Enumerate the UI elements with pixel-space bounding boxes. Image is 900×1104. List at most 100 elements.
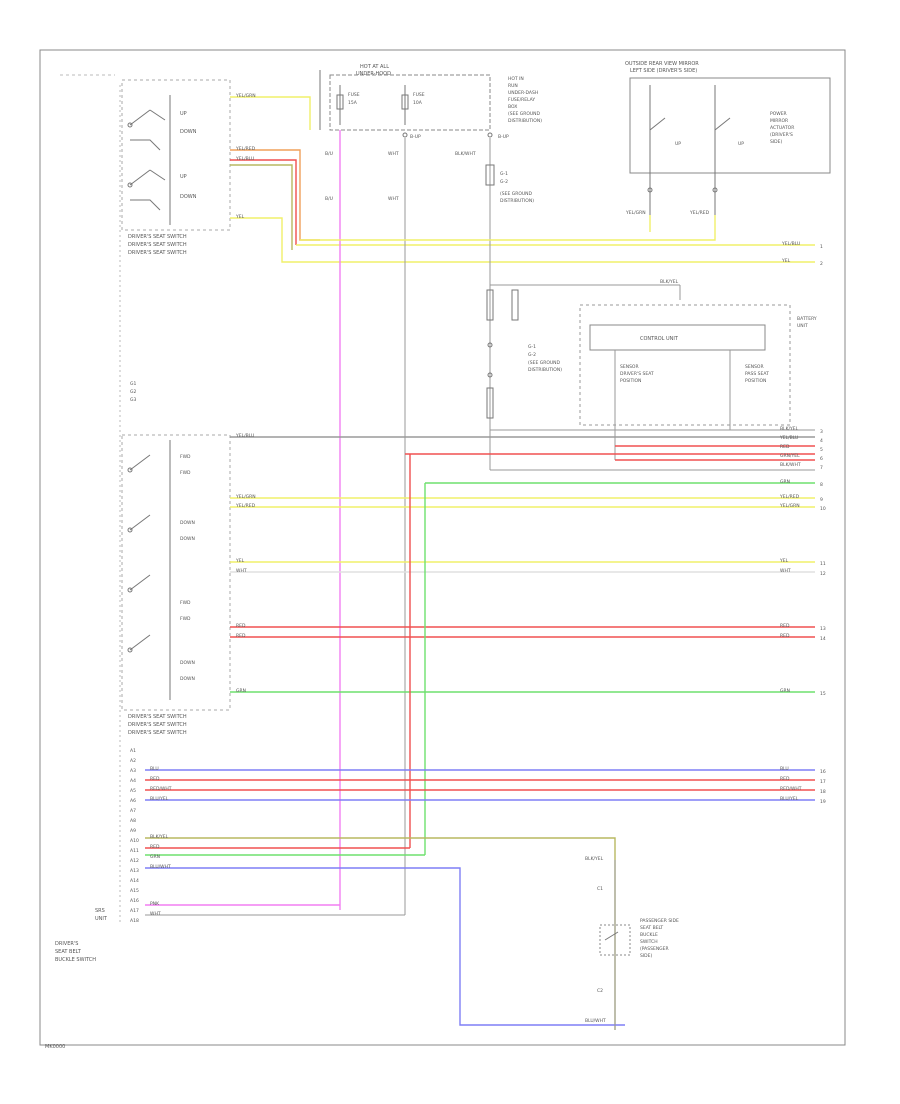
control-unit-label: CONTROL UNIT: [640, 336, 679, 342]
svg-text:17: 17: [820, 779, 826, 785]
wire-label-right-top-1: YEL/BLU: [781, 241, 800, 247]
svg-text:BUCKLE: BUCKLE: [640, 932, 658, 938]
svg-text:19: 19: [820, 799, 826, 805]
svg-text:WHT: WHT: [388, 196, 399, 202]
svg-text:YEL/GRN: YEL/GRN: [235, 93, 256, 99]
svg-text:YEL/RED: YEL/RED: [235, 146, 256, 152]
svg-text:DOWN: DOWN: [180, 129, 197, 135]
svg-text:RED: RED: [780, 444, 790, 450]
svg-text:8: 8: [820, 482, 823, 488]
svg-text:FWD: FWD: [180, 600, 191, 606]
svg-text:BLK/YEL: BLK/YEL: [780, 426, 799, 432]
svg-text:BLK/YEL: BLK/YEL: [585, 856, 604, 862]
svg-text:WHT: WHT: [780, 568, 791, 574]
svg-text:YEL/GRN: YEL/GRN: [625, 210, 646, 216]
svg-text:BATTERY: BATTERY: [797, 316, 817, 322]
fuse-legend: HOT IN RUN UNDER-DASH FUSE/RELAY BOX (SE…: [508, 76, 542, 124]
svg-text:10: 10: [820, 506, 826, 512]
svg-text:SWITCH: SWITCH: [640, 939, 658, 945]
mirror-wire-right: [300, 215, 716, 241]
svg-text:A1: A1: [130, 748, 136, 754]
svg-text:BLK/YEL: BLK/YEL: [150, 834, 169, 840]
svg-text:UNIT: UNIT: [797, 323, 808, 329]
wire-label-right-top-2: YEL: [781, 258, 791, 264]
svg-text:SRS: SRS: [95, 908, 105, 914]
svg-text:POWER: POWER: [770, 111, 787, 117]
svg-text:WHT: WHT: [150, 911, 161, 917]
svg-text:WHT: WHT: [236, 568, 247, 574]
middle-wires: [230, 429, 815, 855]
svg-text:FUSE: FUSE: [413, 92, 425, 98]
svg-text:GRN: GRN: [150, 854, 160, 860]
svg-text:FUSE/RELAY: FUSE/RELAY: [508, 97, 535, 103]
svg-text:RUN: RUN: [508, 83, 518, 89]
svg-text:DRIVER'S SEAT SWITCH: DRIVER'S SEAT SWITCH: [128, 250, 187, 256]
svg-text:DRIVER'S SEAT SWITCH: DRIVER'S SEAT SWITCH: [128, 722, 187, 728]
svg-text:YEL/BLU: YEL/BLU: [235, 433, 254, 439]
svg-text:YEL/RED: YEL/RED: [779, 494, 800, 500]
fuse-box-drops: [339, 130, 491, 915]
svg-text:RED/WHT: RED/WHT: [780, 786, 802, 792]
svg-text:YEL: YEL: [235, 558, 245, 564]
svg-text:DOWN: DOWN: [180, 676, 195, 682]
svg-text:YEL: YEL: [235, 214, 245, 220]
svg-text:C1: C1: [597, 886, 603, 892]
svg-text:BLK/WHT: BLK/WHT: [455, 151, 476, 157]
svg-text:DISTRIBUTION): DISTRIBUTION): [508, 118, 542, 124]
svg-text:11: 11: [820, 561, 826, 567]
right-mid-labels: BLK/YEL YEL/BLU RED GRN/YEL BLK/WHT GRN …: [779, 426, 826, 697]
svg-text:BLU: BLU: [780, 766, 789, 772]
svg-text:DISTRIBUTION): DISTRIBUTION): [528, 367, 562, 373]
svg-text:G3: G3: [130, 397, 136, 403]
svg-text:B/U: B/U: [325, 151, 333, 157]
upper-switch-block: UP DOWN UP DOWN DRIVER'S SEAT SWITCH DRI…: [121, 79, 231, 256]
svg-text:BLU/YEL: BLU/YEL: [150, 796, 169, 802]
svg-text:RED: RED: [150, 776, 160, 782]
svg-text:DISTRIBUTION): DISTRIBUTION): [500, 198, 534, 204]
svg-text:RED: RED: [780, 633, 790, 639]
svg-text:GRN: GRN: [780, 688, 790, 694]
svg-text:15: 15: [820, 691, 826, 697]
svg-text:18: 18: [820, 789, 826, 795]
svg-text:2: 2: [820, 261, 823, 267]
svg-text:13: 13: [820, 626, 826, 632]
svg-text:DRIVER'S: DRIVER'S: [55, 941, 78, 947]
svg-text:7: 7: [820, 465, 823, 471]
svg-text:YEL: YEL: [779, 558, 789, 564]
svg-text:A8: A8: [130, 818, 136, 824]
svg-text:BLK/WHT: BLK/WHT: [780, 462, 801, 468]
svg-text:SEAT BELT: SEAT BELT: [640, 925, 663, 931]
upper-switch-caption: DRIVER'S SEAT SWITCH: [128, 234, 187, 240]
svg-text:RED: RED: [236, 633, 246, 639]
resistor-stack: [486, 289, 519, 419]
bottom-wire-labels-right: BLU RED RED/WHT BLU/YEL 16 17 18 19: [780, 766, 826, 805]
svg-text:BUCKLE SWITCH: BUCKLE SWITCH: [55, 957, 96, 963]
svg-text:WHT: WHT: [388, 151, 399, 157]
svg-text:G-2: G-2: [500, 179, 508, 185]
svg-text:MIRROR: MIRROR: [770, 118, 788, 124]
bottom-wires: [145, 769, 815, 1030]
svg-text:G1: G1: [130, 381, 136, 387]
svg-text:DOWN: DOWN: [180, 536, 195, 542]
svg-text:G-1: G-1: [528, 344, 536, 350]
svg-text:4: 4: [820, 438, 823, 444]
svg-text:SEAT BELT: SEAT BELT: [55, 949, 82, 955]
svg-text:DRIVER'S SEAT SWITCH: DRIVER'S SEAT SWITCH: [128, 730, 187, 736]
svg-text:A17: A17: [130, 908, 139, 914]
svg-text:10A: 10A: [413, 100, 423, 106]
svg-text:UNDER-HOOD: UNDER-HOOD: [356, 71, 391, 77]
svg-text:1: 1: [820, 244, 823, 250]
svg-text:(DRIVER'S: (DRIVER'S: [770, 132, 793, 138]
svg-text:DOWN: DOWN: [180, 520, 195, 526]
control-unit-group: CONTROL UNIT BLK/YEL BATTERY UNIT SENSOR…: [490, 279, 817, 460]
svg-text:BLU/WHT: BLU/WHT: [585, 1018, 606, 1024]
svg-text:UP: UP: [180, 174, 187, 180]
svg-text:A10: A10: [130, 838, 139, 844]
svg-text:POSITION: POSITION: [620, 378, 641, 384]
svg-text:A6: A6: [130, 798, 136, 804]
svg-text:RED: RED: [780, 623, 790, 629]
svg-text:UP: UP: [675, 141, 681, 147]
svg-text:BLU/YEL: BLU/YEL: [780, 796, 799, 802]
